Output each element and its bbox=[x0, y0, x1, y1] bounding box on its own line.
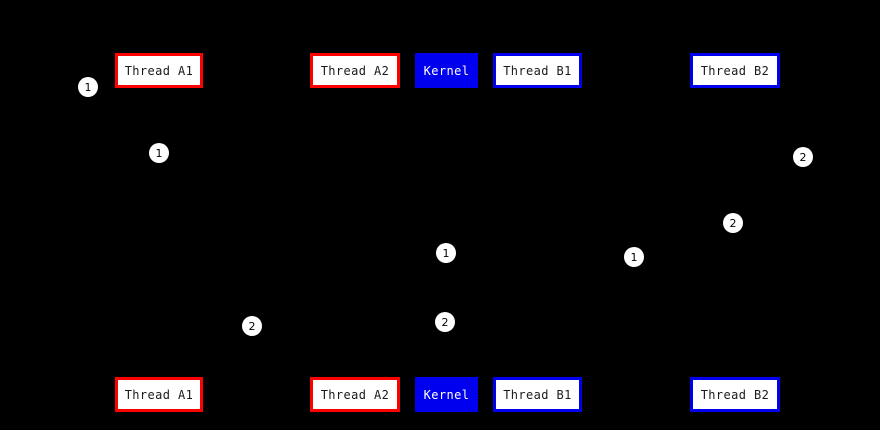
lifeline-kernel bbox=[446, 88, 447, 377]
message-arrow-8 bbox=[355, 322, 445, 323]
lifeline-thread-a2 bbox=[355, 88, 356, 377]
participant-head-kernel[interactable]: Kernel bbox=[415, 53, 478, 88]
participant-foot-thread-a1[interactable]: Thread A1 bbox=[115, 377, 203, 412]
lifeline-thread-a1 bbox=[159, 88, 160, 377]
step-marker-1: 1 bbox=[78, 77, 98, 97]
message-arrow-7 bbox=[159, 326, 252, 327]
participant-head-thread-a1[interactable]: Thread A1 bbox=[115, 53, 203, 88]
step-marker-7: 2 bbox=[242, 316, 262, 336]
participant-foot-thread-b2[interactable]: Thread B2 bbox=[690, 377, 780, 412]
participant-head-thread-a2[interactable]: Thread A2 bbox=[310, 53, 400, 88]
step-marker-3: 2 bbox=[793, 147, 813, 167]
lifeline-thread-b1 bbox=[537, 88, 538, 377]
message-arrow-6 bbox=[537, 257, 634, 258]
step-marker-4: 2 bbox=[723, 213, 743, 233]
step-marker-6: 1 bbox=[624, 247, 644, 267]
step-marker-8: 2 bbox=[435, 312, 455, 332]
participant-foot-kernel[interactable]: Kernel bbox=[415, 377, 478, 412]
participant-foot-thread-b1[interactable]: Thread B1 bbox=[493, 377, 582, 412]
message-arrow-5 bbox=[446, 253, 537, 254]
participant-head-thread-b2[interactable]: Thread B2 bbox=[690, 53, 780, 88]
step-marker-2: 1 bbox=[149, 143, 169, 163]
message-arrow-4 bbox=[537, 223, 735, 224]
participant-foot-thread-a2[interactable]: Thread A2 bbox=[310, 377, 400, 412]
participant-head-thread-b1[interactable]: Thread B1 bbox=[493, 53, 582, 88]
step-marker-5: 1 bbox=[436, 243, 456, 263]
message-arrow-2 bbox=[159, 153, 355, 154]
message-arrow-3 bbox=[735, 157, 803, 158]
